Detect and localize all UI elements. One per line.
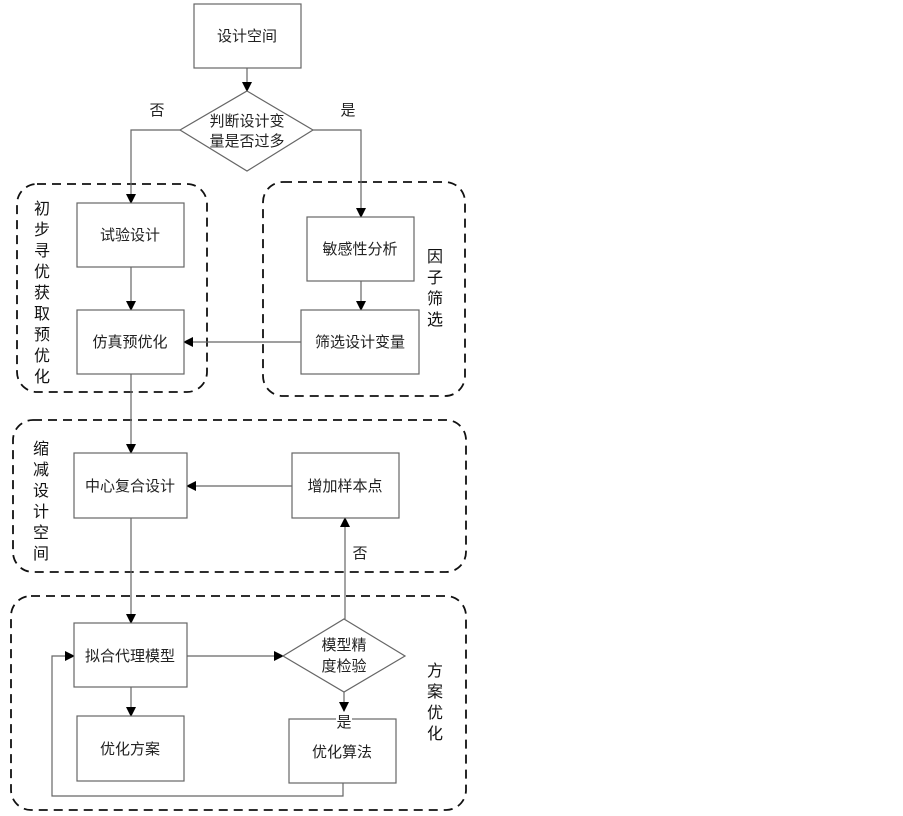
node-ccd: 中心复合设计 — [73, 452, 188, 519]
node-sensitivity: 敏感性分析 — [306, 216, 415, 282]
group-label-reduce-space: 缩减设计空间 — [32, 438, 50, 564]
edge-label-yes: 是 — [336, 713, 351, 731]
edge-label-no: 否 — [352, 544, 367, 562]
svg-text:优化方案: 优化方案 — [100, 740, 160, 758]
node-surrogate: 拟合代理模型 — [73, 622, 188, 688]
svg-text:判断设计变: 判断设计变 — [209, 112, 284, 130]
svg-text:敏感性分析: 敏感性分析 — [322, 240, 397, 258]
group-label-preliminary: 初步寻优获取预优化 — [33, 198, 51, 387]
svg-text:增加样本点: 增加样本点 — [307, 477, 382, 495]
svg-text:度检验: 度检验 — [321, 657, 366, 675]
svg-text:筛选设计变量: 筛选设计变量 — [315, 333, 405, 351]
node-doe: 试验设计 — [76, 202, 185, 268]
svg-text:拟合代理模型: 拟合代理模型 — [85, 647, 175, 665]
node-screen-vars: 筛选设计变量 — [300, 309, 420, 375]
svg-text:优化算法: 优化算法 — [312, 743, 372, 761]
edge-label-yes: 是 — [340, 101, 355, 119]
node-sim-preopt: 仿真预优化 — [76, 309, 185, 375]
group-factor-screening — [262, 181, 466, 397]
group-label-scheme-opt: 方案优化 — [426, 660, 444, 744]
edge-label-no: 否 — [149, 101, 164, 119]
group-reduce-space — [12, 419, 467, 573]
svg-text:中心复合设计: 中心复合设计 — [85, 477, 175, 495]
svg-text:试验设计: 试验设计 — [100, 226, 160, 244]
edge-decision-no — [126, 129, 180, 204]
group-label-factor-screening: 因子筛选 — [426, 246, 444, 330]
node-decision-vars: 判断设计变 量是否过多 — [178, 90, 315, 172]
group-preliminary — [16, 183, 208, 393]
edge-decision-yes — [313, 129, 366, 218]
group-scheme-opt — [10, 595, 467, 811]
node-add-samples: 增加样本点 — [291, 452, 400, 519]
node-opt-algorithm: 优化算法 — [288, 718, 397, 784]
svg-text:设计空间: 设计空间 — [217, 27, 277, 45]
svg-text:模型精: 模型精 — [321, 636, 366, 654]
edge-feedback-loop — [51, 651, 344, 797]
svg-text:量是否过多: 量是否过多 — [209, 132, 284, 150]
node-design-space: 设计空间 — [193, 3, 302, 69]
node-accuracy-check: 模型精 度检验 — [281, 618, 407, 693]
node-opt-scheme: 优化方案 — [76, 715, 185, 782]
svg-text:仿真预优化: 仿真预优化 — [92, 333, 167, 351]
